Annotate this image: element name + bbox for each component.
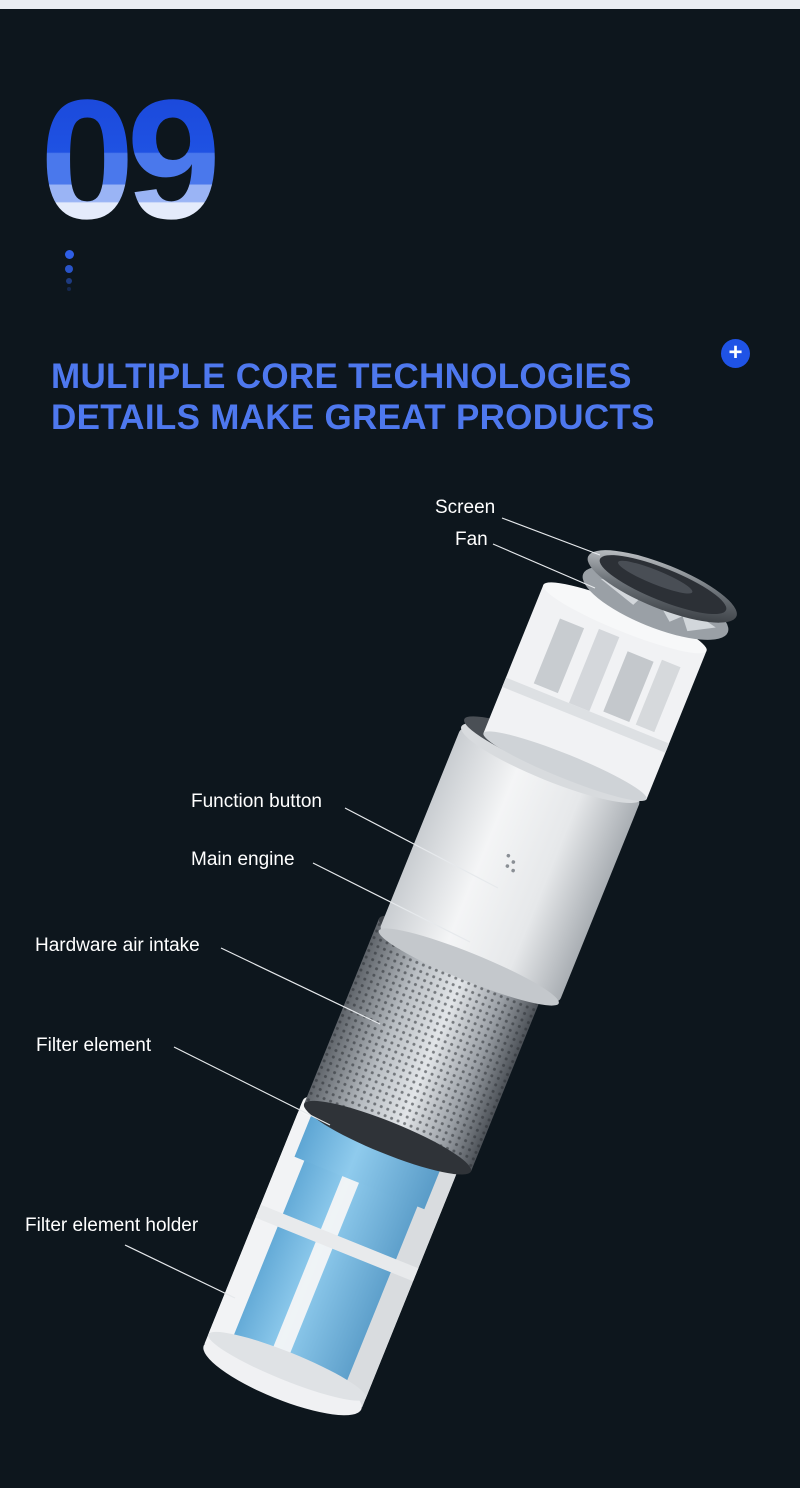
label-hardware-air-intake: Hardware air intake (35, 935, 200, 956)
decorative-dots (64, 250, 76, 292)
section-number-text: 09 (40, 65, 216, 255)
product-exploded-view (0, 470, 800, 1483)
label-main-engine: Main engine (191, 849, 295, 870)
headline-line-2: DETAILS MAKE GREAT PRODUCTS (51, 398, 655, 437)
top-strip (0, 0, 800, 9)
headline: MULTIPLE CORE TECHNOLOGIES DETAILS MAKE … (51, 356, 691, 438)
label-filter-element-holder: Filter element holder (25, 1215, 199, 1236)
plus-icon: + (728, 339, 743, 366)
headline-line-1: MULTIPLE CORE TECHNOLOGIES (51, 357, 632, 396)
label-filter-element: Filter element (36, 1035, 152, 1056)
label-function-button: Function button (191, 791, 322, 812)
section-number: 09 (0, 0, 800, 260)
expand-button[interactable]: + (721, 339, 750, 368)
label-fan: Fan (455, 529, 488, 550)
label-screen: Screen (435, 497, 496, 518)
